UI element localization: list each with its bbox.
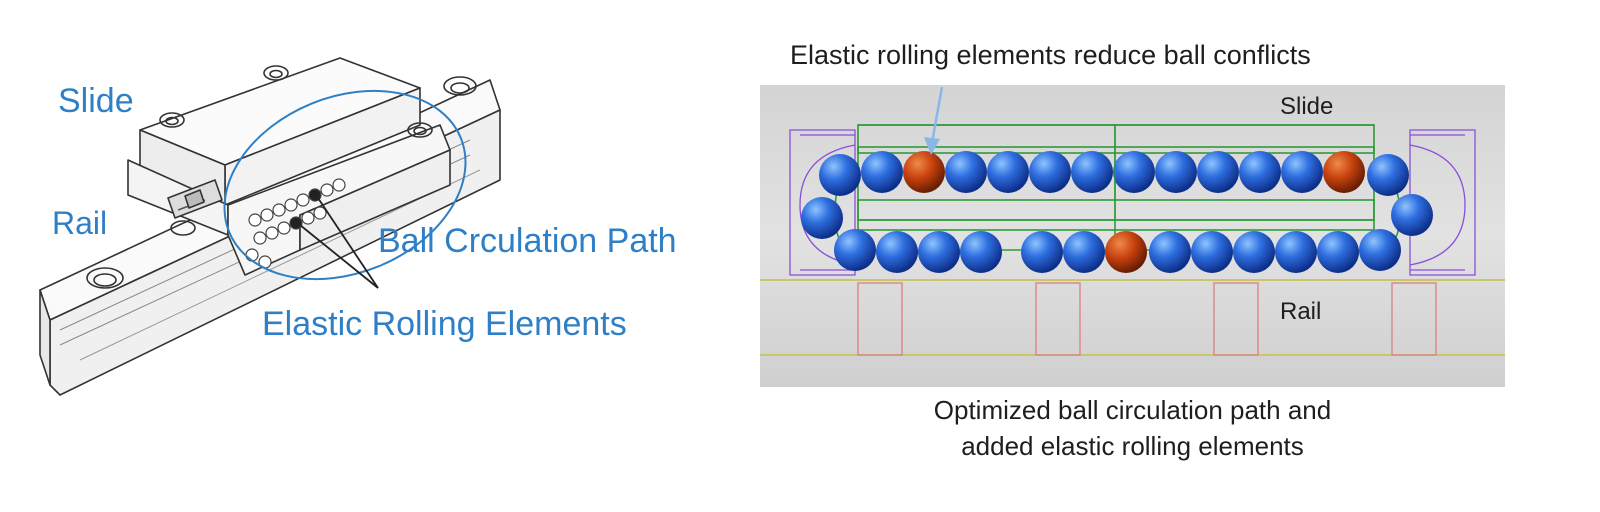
left-elastic-elements-label: Elastic Rolling Elements (262, 305, 627, 343)
elastic-pointer-lines (299, 197, 379, 289)
caption-line-1: Optimized ball circulation path and (933, 395, 1332, 425)
linear-guide-illustration: Slide Rail Ball Crculation Path Elastic … (0, 0, 740, 507)
slide-block (127, 57, 451, 276)
left-slide-label: Slide (58, 82, 134, 120)
left-circulation-path-label: Ball Crculation Path (378, 222, 677, 260)
caption-line-2: added elastic rolling elements (961, 431, 1304, 461)
simulation-figure: Elastic rolling elements reduce ball con… (760, 0, 1600, 507)
cutaway-balls (245, 178, 346, 269)
upper-ball-row (819, 151, 1409, 196)
circulation-highlight-ellipse (223, 89, 467, 281)
sim-slide-label: Slide (1280, 93, 1334, 120)
end-caps (789, 129, 1476, 276)
slide-overlay-lines (858, 124, 1374, 221)
left-rail-label: Rail (52, 205, 108, 241)
lower-ball-row (801, 194, 1433, 273)
annotation-arrow (924, 86, 944, 155)
simulation-panel: Slide Rail (760, 85, 1505, 387)
linear-guide-drawing (39, 57, 501, 396)
rail-bolt-holes (857, 282, 1437, 356)
simulation-drawing (760, 86, 1505, 356)
elastic-annotation: Elastic rolling elements reduce ball con… (790, 40, 1311, 70)
sim-rail-label: Rail (1280, 298, 1322, 325)
